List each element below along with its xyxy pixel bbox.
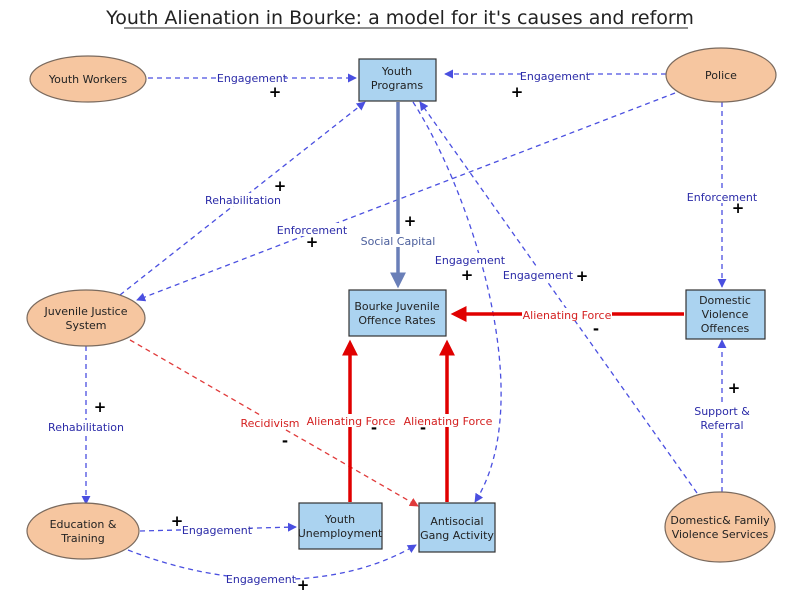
node-dfv-services-label-1: Domestic& Family [670, 514, 770, 527]
node-dv-offences-label-2: Violence [702, 308, 749, 321]
edge-label-jjs-education: Rehabilitation [48, 421, 124, 434]
node-youth-workers-label: Youth Workers [48, 73, 127, 86]
sign-workers-programs: + [269, 83, 282, 101]
edge-police-jjs [136, 92, 676, 302]
edge-label-dfv-programs: Engagement [503, 269, 574, 282]
node-dv-offences: Domestic Violence Offences [685, 289, 766, 340]
node-juvenile-justice: Juvenile Justice System [26, 289, 146, 347]
node-dfv-services: Domestic& Family Violence Services [664, 491, 776, 563]
node-education-label-2: Training [60, 532, 104, 545]
sign-dv-offence: - [593, 320, 599, 338]
sign-jjs-programs: + [274, 177, 287, 195]
node-juvenile-justice-label-2: System [65, 319, 106, 332]
node-offence-rates: Bourke Juvenile Offence Rates [348, 289, 447, 337]
edge-label-police-dv: Enforcement [687, 191, 758, 204]
node-gang-activity: Antisocial Gang Activity [418, 502, 496, 553]
node-police-label: Police [705, 69, 737, 82]
sign-police-dv: + [732, 199, 745, 217]
node-offence-rates-label-2: Offence Rates [358, 314, 436, 327]
node-youth-workers: Youth Workers [29, 55, 147, 103]
edge-label-dv-offence: Alienating Force [523, 309, 612, 322]
sign-unemployment-offence: - [371, 419, 377, 437]
edge-label-jjs-gang: Recidivism [240, 417, 299, 430]
sign-programs-gang: + [461, 266, 474, 284]
node-education: Education & Training [26, 502, 140, 560]
sign-education-unemployment: + [171, 512, 184, 530]
edge-dfv-programs [419, 101, 698, 494]
nodes: Youth Workers Police Youth Programs Juve… [26, 47, 777, 563]
sign-education-gang: + [297, 576, 310, 594]
edge-label-education-gang: Engagement [226, 573, 297, 586]
node-offence-rates-label-1: Bourke Juvenile [354, 300, 440, 313]
sign-jjs-gang: - [282, 432, 288, 450]
edge-labels: Engagement + Engagement + Rehabilitation… [47, 69, 758, 594]
sign-programs-offence: + [404, 212, 417, 230]
edge-label-workers-programs: Engagement [217, 72, 288, 85]
sign-jjs-education: + [94, 398, 107, 416]
edge-label-gang-offence: Alienating Force [404, 415, 493, 428]
edge-label-dfv-dv-2: Referral [700, 419, 743, 432]
node-juvenile-justice-label-1: Juvenile Justice [44, 305, 128, 318]
node-youth-programs-label-2: Programs [371, 79, 423, 92]
sign-gang-offence: - [420, 419, 426, 437]
node-dv-offences-label-3: Offences [701, 322, 750, 335]
node-police: Police [665, 47, 777, 103]
node-education-label-1: Education & [50, 518, 117, 531]
sign-dfv-dv: + [728, 379, 741, 397]
edge-label-unemployment-offence: Alienating Force [307, 415, 396, 428]
node-dfv-services-label-2: Violence Services [672, 528, 769, 541]
node-dv-offences-label-1: Domestic [699, 294, 751, 307]
sign-dfv-programs: + [576, 267, 589, 285]
diagram-title: Youth Alienation in Bourke: a model for … [105, 7, 694, 29]
edge-label-police-programs: Engagement [520, 70, 591, 83]
edge-education-unemployment [139, 522, 297, 532]
sign-police-programs: + [511, 83, 524, 101]
sign-police-jjs: + [306, 233, 319, 251]
edge-label-police-jjs: Enforcement [277, 224, 348, 237]
edge-programs-gang [412, 101, 502, 503]
node-youth-unemployment-label-1: Youth [324, 513, 355, 526]
edge-label-programs-offence: Social Capital [361, 235, 436, 248]
node-gang-activity-label-2: Gang Activity [420, 529, 494, 542]
edge-label-education-unemployment: Engagement [182, 524, 253, 537]
node-youth-programs-label-1: Youth [381, 65, 412, 78]
node-youth-programs: Youth Programs [358, 58, 437, 102]
node-gang-activity-label-1: Antisocial [430, 515, 483, 528]
edge-label-programs-gang: Engagement [435, 254, 506, 267]
edge-label-jjs-programs: Rehabilitation [205, 194, 281, 207]
node-youth-unemployment-label-2: Unemployment [298, 527, 383, 540]
node-youth-unemployment: Youth Unemployment [298, 502, 383, 550]
edge-label-dfv-dv-1: Support & [694, 405, 750, 418]
